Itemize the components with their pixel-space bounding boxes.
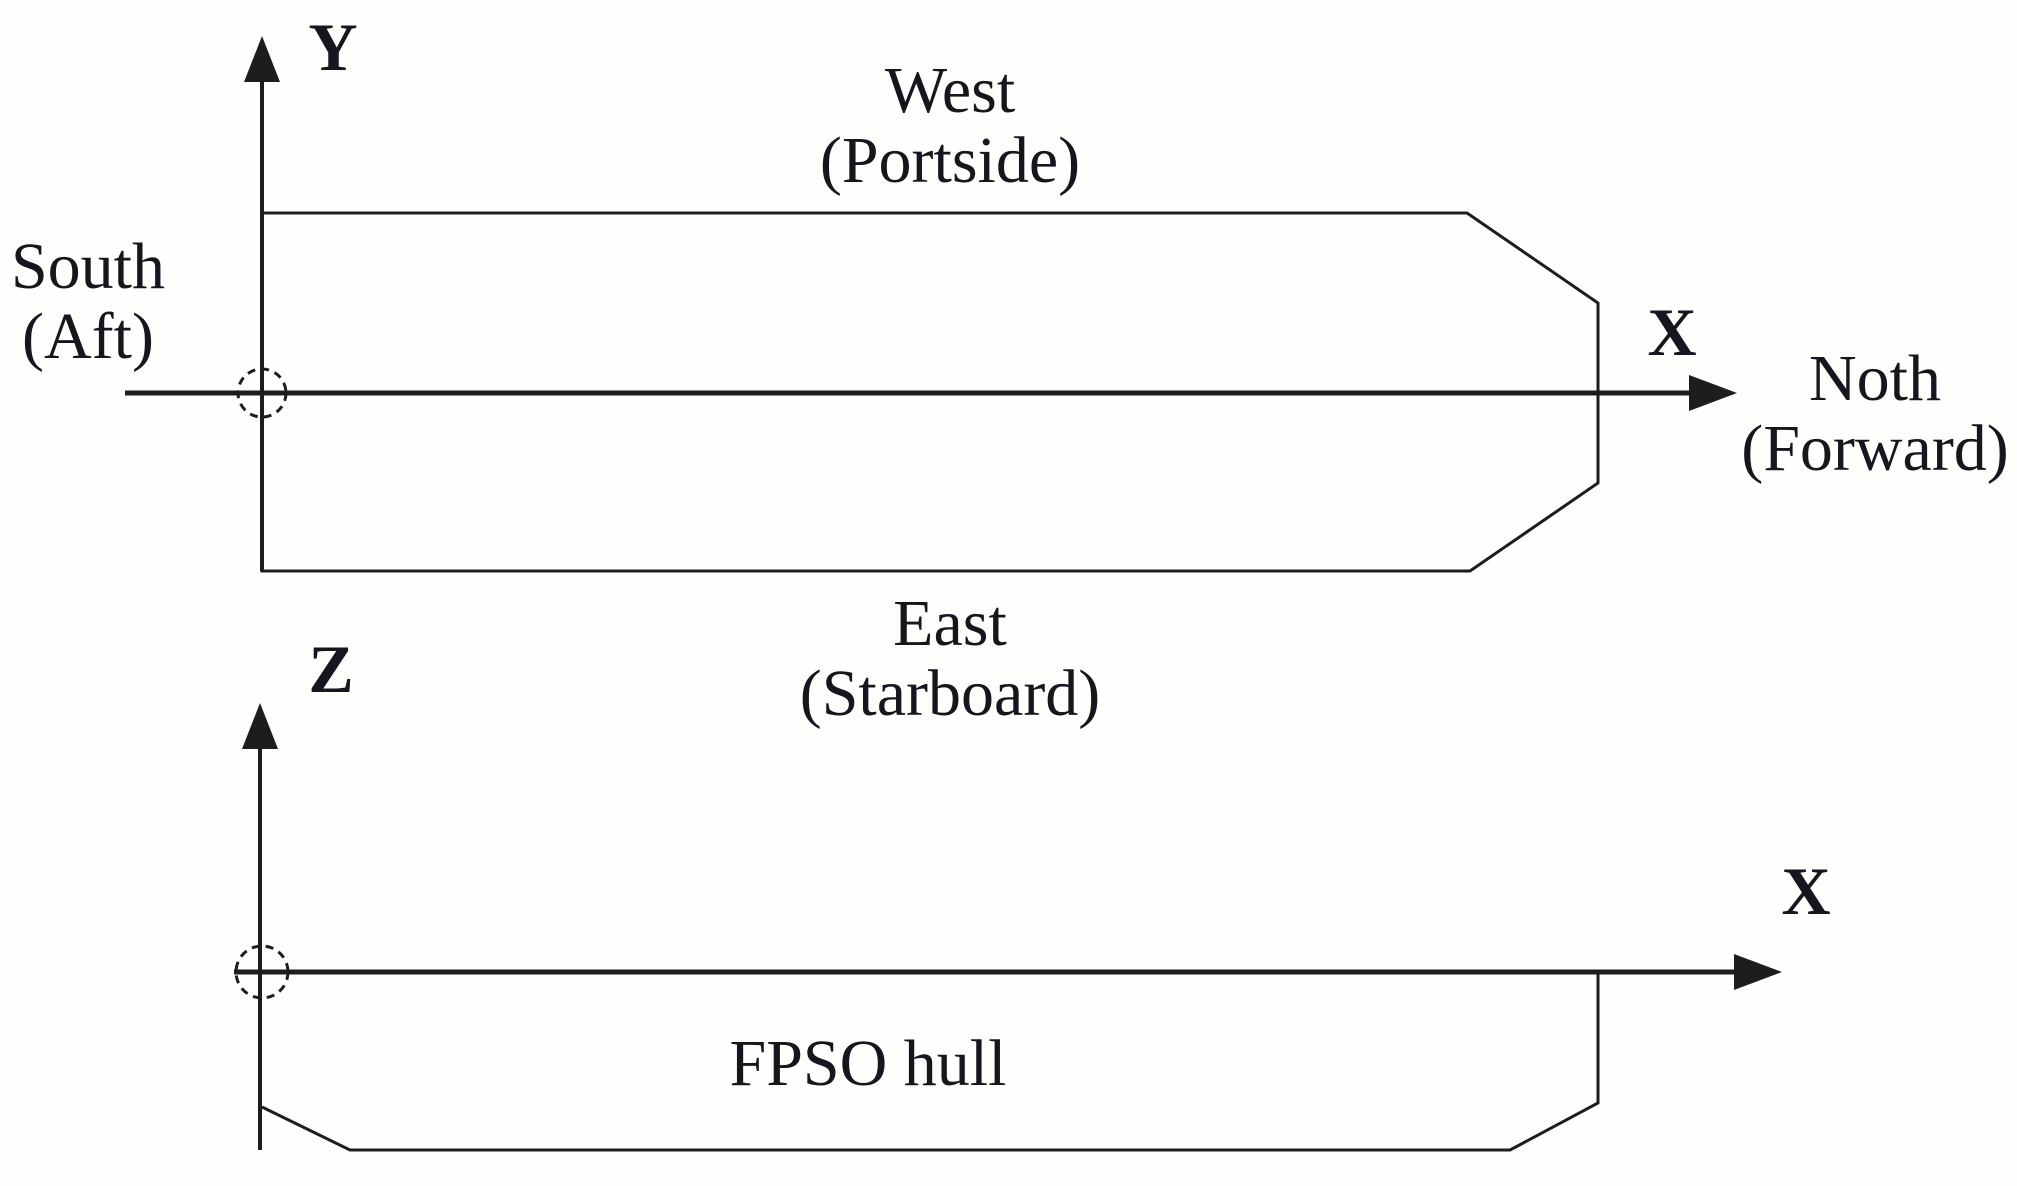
x-axis-top-label: X [1647,294,1697,370]
label-west-line2: (Portside) [819,124,1081,197]
label-fpso-hull-text: FPSO hull [729,1027,1007,1100]
x-axis-side-label: X [1781,853,1831,929]
label-east-line1: East [893,587,1007,660]
origin-symbol-top [236,367,288,419]
y-axis-arrowhead [244,36,280,82]
label-north-line2: (Forward) [1741,412,2009,485]
z-axis-arrowhead [242,703,278,749]
label-west-portside: West (Portside) [820,56,1080,196]
y-axis-label: Y [308,9,358,85]
z-axis-label: Z [308,631,354,707]
label-south-aft: South (Aft) [11,232,165,372]
label-east-starboard: East (Starboard) [800,589,1101,729]
label-east-line2: (Starboard) [799,657,1101,730]
label-south-line2: (Aft) [22,300,154,373]
label-south-line1: South [10,230,166,303]
x-axis-side-arrowhead [1734,954,1782,990]
label-fpso-hull: FPSO hull [730,1029,1007,1099]
label-north-line1: Noth [1808,342,1941,415]
label-north-forward: Noth (Forward) [1741,344,2009,484]
x-axis-top-arrowhead [1689,375,1737,411]
origin-symbol-side [234,944,290,1000]
label-west-line1: West [884,54,1016,127]
